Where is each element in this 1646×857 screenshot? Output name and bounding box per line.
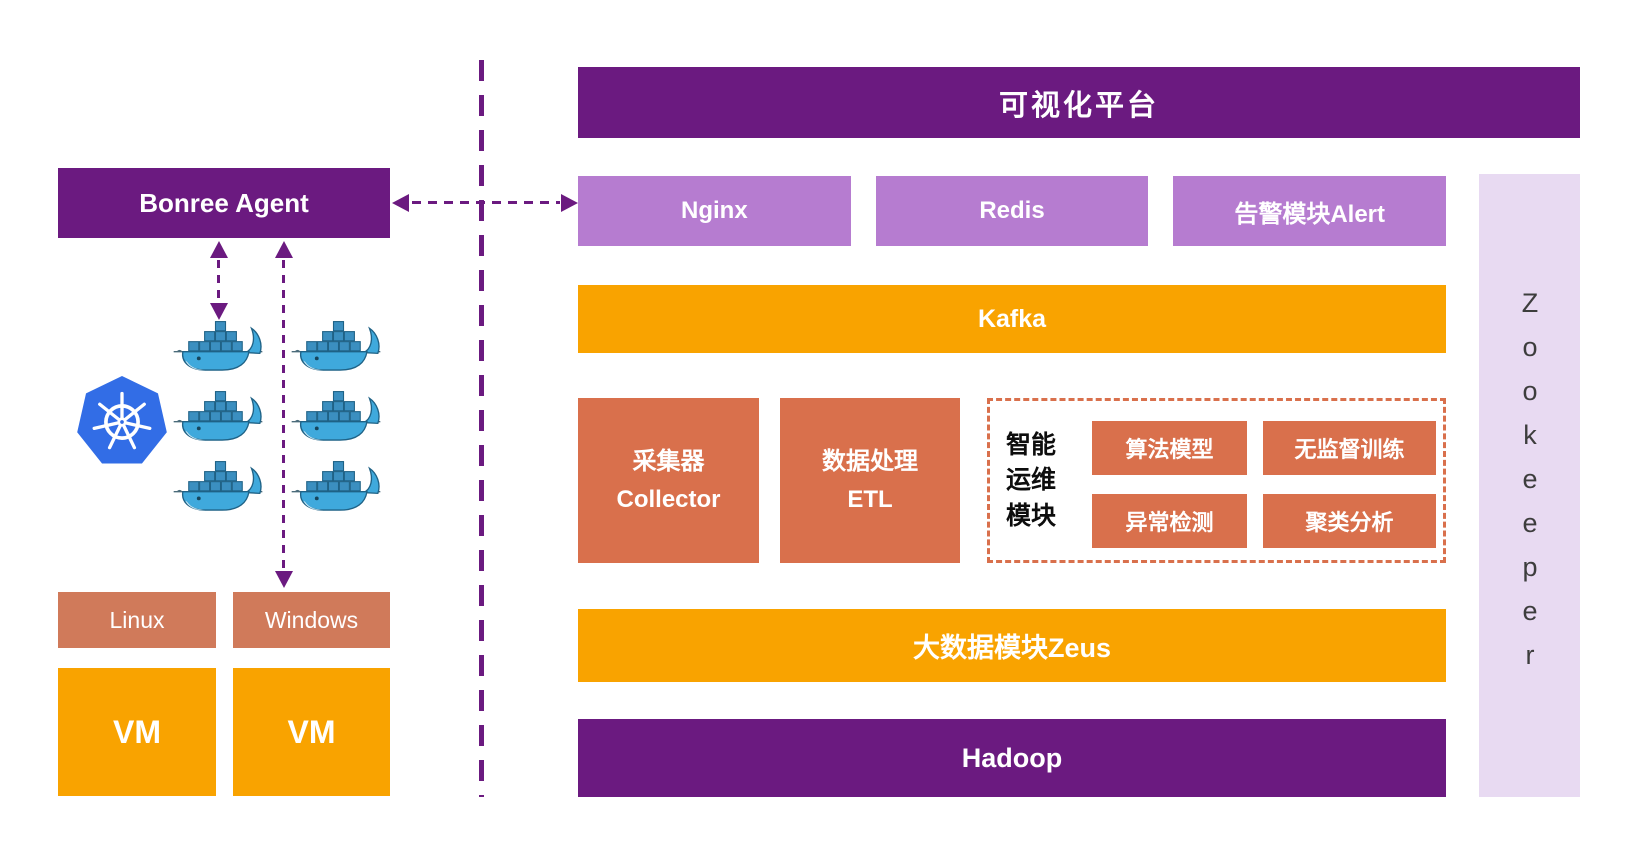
zookeeper-bar: Zookeeper: [1479, 174, 1580, 797]
vm-box: VM: [58, 668, 216, 796]
windows-box: Windows: [233, 592, 390, 648]
service-row: Nginx Redis 告警模块Alert: [578, 176, 1447, 246]
arrowhead-up: [210, 241, 228, 258]
linux-label: Linux: [109, 606, 165, 633]
docker-icon: [172, 457, 264, 518]
unsupervised-training-label: 无监督训练: [1294, 437, 1405, 462]
collector-label-en: Collector: [616, 485, 721, 513]
vm-label: VM: [287, 713, 336, 750]
collector-label-cn: 采集器: [632, 448, 705, 476]
bonree-agent-box: Bonree Agent: [58, 168, 390, 238]
kafka-bar: Kafka: [578, 285, 1446, 353]
zookeeper-label: Zookeeper: [1515, 287, 1545, 684]
hadoop-bar: Hadoop: [578, 719, 1446, 797]
redis-label: Redis: [979, 197, 1045, 224]
redis-box: Redis: [875, 176, 1149, 246]
collector-box: 采集器 Collector: [578, 398, 759, 563]
dashed-line: [282, 260, 285, 571]
kafka-label: Kafka: [977, 304, 1047, 333]
unsupervised-training-box: 无监督训练: [1263, 421, 1436, 475]
kubernetes-icon: [76, 374, 168, 470]
aiops-group-label: 智能 运维 模块: [1006, 427, 1056, 534]
arrowhead-left: [392, 194, 409, 212]
dashed-line: [217, 260, 220, 304]
algorithm-model-label: 算法模型: [1125, 437, 1214, 462]
alert-module-box: 告警模块Alert: [1173, 176, 1447, 246]
anomaly-detection-box: 异常检测: [1092, 494, 1247, 548]
docker-icon: [290, 317, 382, 378]
alert-module-label: 告警模块Alert: [1234, 200, 1386, 228]
etl-label-en: ETL: [847, 485, 893, 513]
zeus-label: 大数据模块Zeus: [912, 633, 1112, 663]
arrowhead-down: [275, 571, 293, 588]
arrowhead-up: [275, 241, 293, 258]
etl-box: 数据处理 ETL: [780, 398, 960, 563]
nginx-box: Nginx: [578, 176, 851, 246]
aiops-label-line: 运维: [1006, 465, 1057, 494]
etl-label-cn: 数据处理: [822, 448, 918, 476]
algorithm-model-box: 算法模型: [1092, 421, 1247, 475]
docker-icon: [290, 387, 382, 448]
docker-icon: [290, 457, 382, 518]
arrowhead-down: [210, 303, 228, 320]
hadoop-label: Hadoop: [961, 742, 1063, 773]
docker-icon: [172, 317, 264, 378]
docker-icon: [172, 387, 264, 448]
windows-label: Windows: [264, 606, 359, 633]
vm-label: VM: [113, 713, 161, 750]
linux-box: Linux: [58, 592, 216, 648]
zeus-bigdata-bar: 大数据模块Zeus: [578, 609, 1446, 682]
aiops-module-group: 智能 运维 模块 算法模型 无监督训练 异常检测 聚类分析: [987, 398, 1446, 563]
section-divider: [479, 60, 484, 797]
cluster-analysis-box: 聚类分析: [1263, 494, 1436, 548]
visualization-platform-header: 可视化平台: [578, 67, 1580, 138]
header-label: 可视化平台: [998, 89, 1159, 122]
cluster-analysis-label: 聚类分析: [1305, 510, 1394, 535]
dashed-line: [412, 201, 560, 204]
vm-box: VM: [233, 668, 390, 796]
aiops-label-line: 智能: [1006, 430, 1057, 459]
nginx-label: Nginx: [681, 197, 748, 224]
anomaly-detection-label: 异常检测: [1125, 510, 1214, 535]
arrowhead-right: [561, 194, 578, 212]
aiops-label-line: 模块: [1006, 501, 1057, 530]
bonree-agent-label: Bonree Agent: [139, 187, 309, 218]
